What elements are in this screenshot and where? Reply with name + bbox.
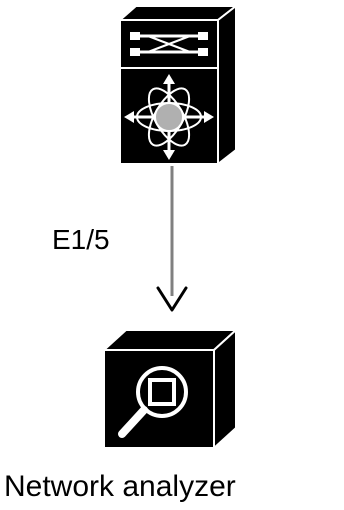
link-arrow <box>156 166 188 312</box>
link-label: E1/5 <box>52 224 110 255</box>
analyzer-label: Network analyzer <box>4 470 236 503</box>
multilayer-switch-icon <box>119 5 237 165</box>
network-analyzer-icon <box>103 329 237 449</box>
